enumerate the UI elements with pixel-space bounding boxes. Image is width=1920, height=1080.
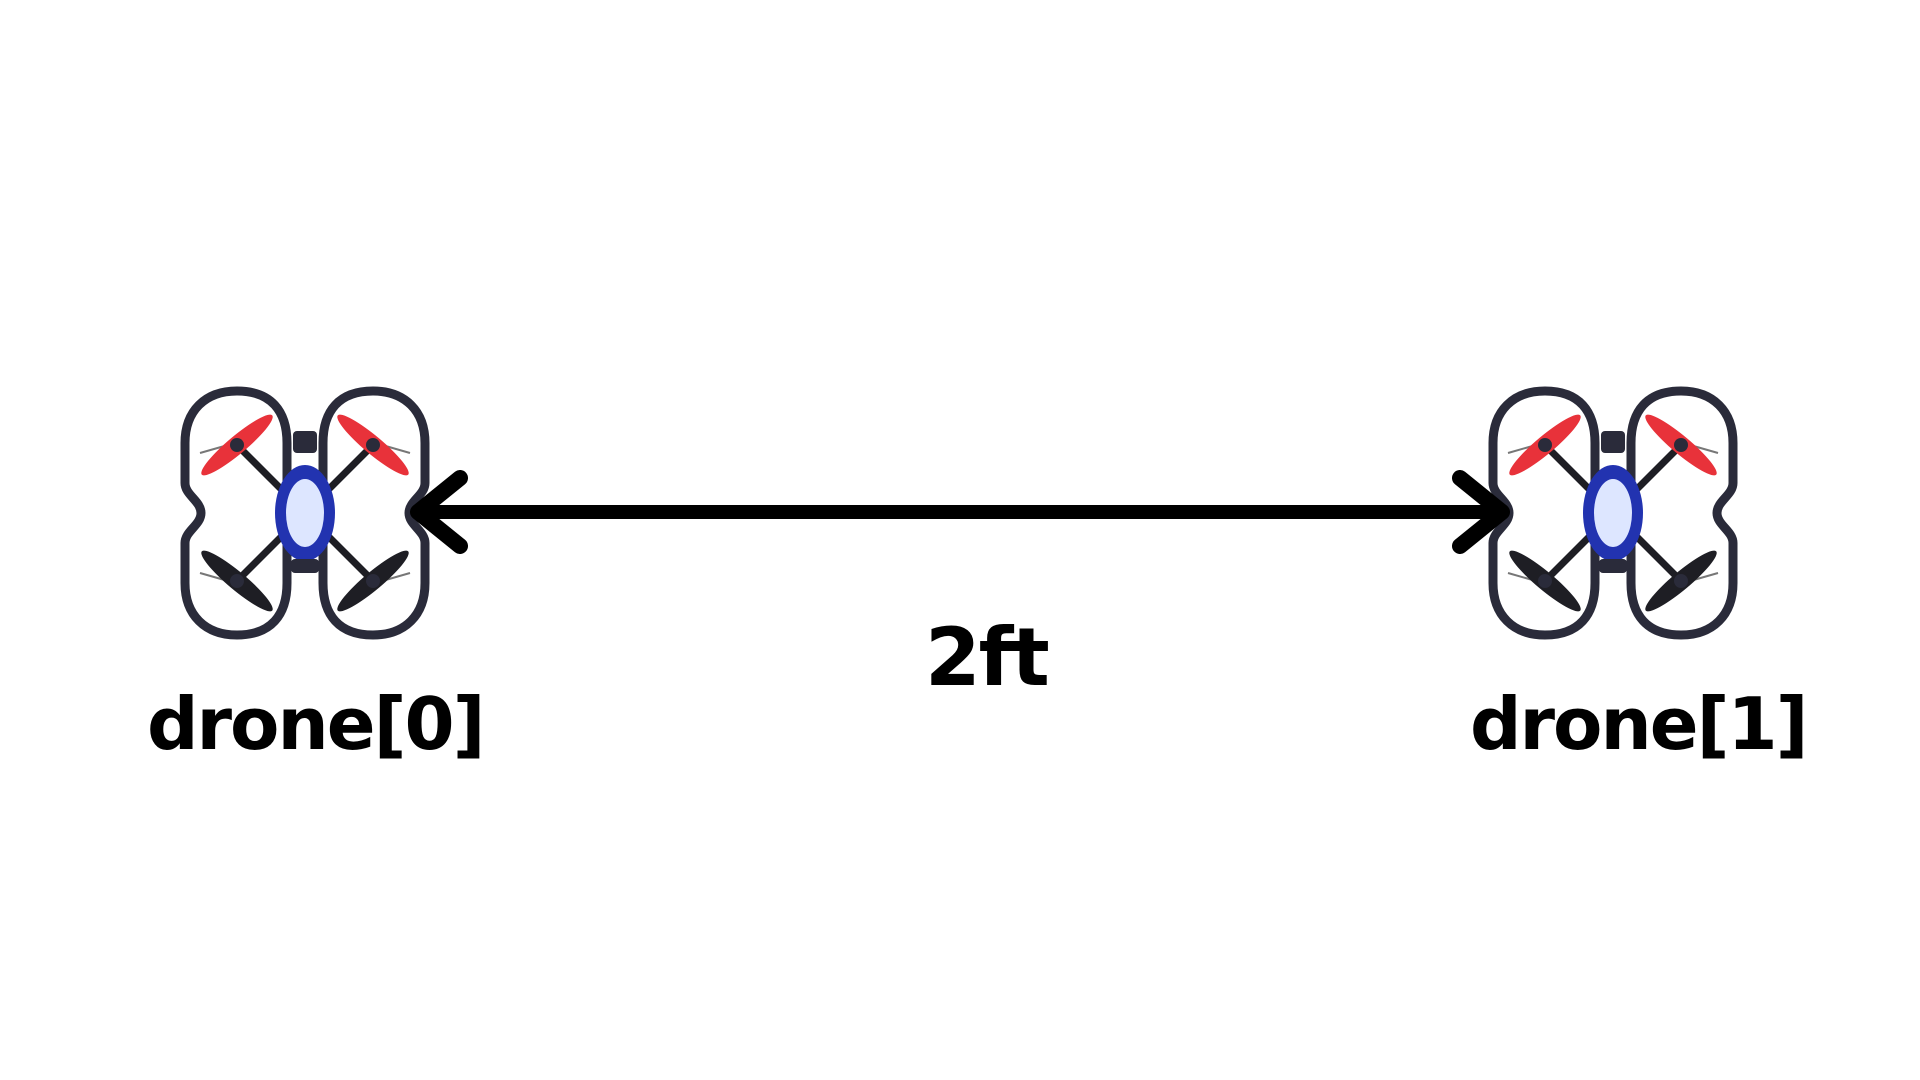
arrow-head-left	[410, 470, 468, 554]
drone-1-label: drone[1]	[1470, 682, 1809, 766]
arrow-head-right	[1452, 470, 1510, 554]
drone-icon	[1488, 386, 1738, 640]
motor-hubs	[1538, 438, 1688, 588]
drone-0-label: drone[0]	[147, 682, 486, 766]
drone-body	[1583, 431, 1643, 573]
drone-body	[275, 431, 335, 573]
drone-icon	[180, 386, 430, 640]
double-arrow-icon	[410, 470, 1510, 554]
distance-label: 2ft	[925, 611, 1050, 704]
motor-hubs	[230, 438, 380, 588]
drone-frame	[180, 386, 430, 640]
